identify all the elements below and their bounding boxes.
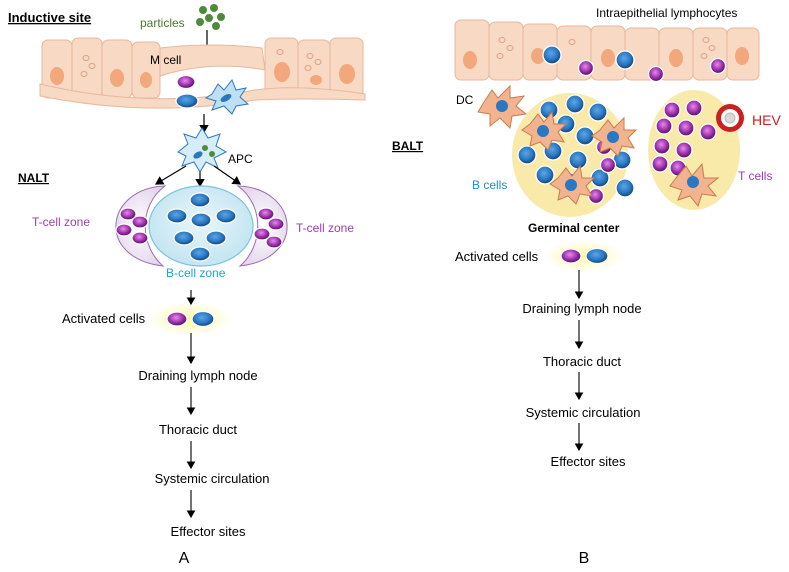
- caption-a: A: [179, 550, 190, 567]
- dendritic-cells-b-zone: [521, 110, 638, 205]
- dendritic-cell-b: [477, 84, 528, 130]
- activated-b-cell-a: [191, 310, 215, 328]
- flow-b-activated: Activated cells: [455, 249, 539, 264]
- apc-label: APC: [228, 152, 253, 166]
- dc-label: DC: [456, 93, 474, 107]
- header-inductive-site: Inductive site: [8, 10, 91, 25]
- epithelium-a: [39, 37, 366, 109]
- flow-b-draining: Draining lymph node: [522, 301, 641, 316]
- activated-glow-b: [544, 240, 624, 272]
- flow-a-systemic: Systemic circulation: [155, 471, 270, 486]
- t-cells-label: T cells: [738, 169, 772, 183]
- balt-label: BALT: [392, 139, 424, 153]
- nalt-label: NALT: [18, 171, 50, 185]
- flow-b-thoracic: Thoracic duct: [543, 354, 621, 369]
- dendritic-cell-pocket: [204, 79, 250, 115]
- flow-b-systemic: Systemic circulation: [526, 405, 641, 420]
- hev-vessel: [716, 104, 744, 132]
- apc-arrow-right: [213, 165, 241, 185]
- epithelium-a-vesicles: [80, 49, 322, 77]
- panel-a: Inductive site particles: [8, 4, 366, 567]
- t-cells-right: [253, 207, 285, 249]
- epithelium-b-nuclei: [463, 47, 749, 69]
- epithelium-a-nuclei: [50, 62, 355, 88]
- t-cells-left: [115, 207, 149, 245]
- germinal-center-label: Germinal center: [528, 221, 620, 235]
- b-cell-zone-label: B-cell zone: [166, 266, 226, 280]
- particles-cluster: [196, 4, 225, 30]
- apc-arrow-left: [154, 165, 187, 185]
- panel-b: Intraepithelial lymphocytes: [392, 6, 781, 567]
- epithelium-b-vesicles: [496, 37, 716, 59]
- flow-a-effector: Effector sites: [171, 524, 246, 539]
- dendritic-cell-t-zone: [669, 162, 720, 208]
- particles-label: particles: [140, 16, 185, 30]
- flow-a-thoracic: Thoracic duct: [159, 422, 237, 437]
- activated-t-cell-a: [166, 311, 188, 327]
- intraepithelial-cells: [542, 45, 727, 83]
- flow-b-effector: Effector sites: [551, 454, 626, 469]
- hev-label: HEV: [752, 112, 781, 128]
- activated-t-cell-b: [560, 248, 582, 264]
- t-cell-zone-left-label: T-cell zone: [32, 215, 90, 229]
- flow-a-activated: Activated cells: [62, 311, 146, 326]
- caption-b: B: [579, 550, 590, 567]
- intraepithelial-label: Intraepithelial lymphocytes: [596, 6, 737, 20]
- apc-cell: [177, 127, 228, 173]
- activated-glow-a: [148, 302, 232, 336]
- b-cells-label: B cells: [472, 178, 507, 192]
- pocket-cells: [175, 74, 250, 115]
- m-cell-label: M cell: [150, 53, 181, 67]
- b-cells-follicle: [166, 192, 237, 262]
- flow-a-draining: Draining lymph node: [138, 368, 257, 383]
- t-cell-zone-right-label: T-cell zone: [296, 221, 354, 235]
- activated-b-cell-b: [585, 247, 609, 265]
- t-cells-balt: [651, 99, 717, 177]
